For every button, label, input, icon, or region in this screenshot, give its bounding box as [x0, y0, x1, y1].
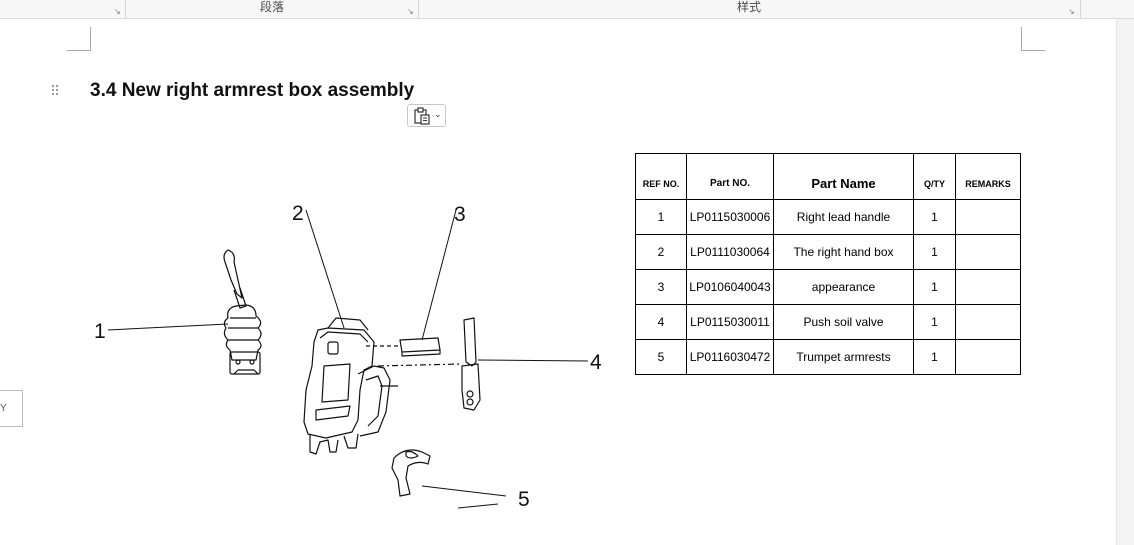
dialog-launcher-icon[interactable]: ↘: [407, 7, 414, 16]
paste-options-button[interactable]: ⌄: [407, 104, 446, 127]
chevron-down-icon: ⌄: [434, 109, 442, 119]
right-hand-box-part: [303, 317, 391, 455]
cell-part-name: appearance: [773, 269, 914, 305]
column-header-remarks: REMARKS: [955, 153, 1021, 200]
cell-remarks: [955, 269, 1021, 305]
cell-qty: 1: [913, 339, 956, 375]
cell-remarks: [955, 199, 1021, 235]
cell-ref: 3: [635, 269, 687, 305]
ribbon-separator: [1080, 0, 1081, 18]
cell-part-name: Push soil valve: [773, 304, 914, 340]
callout-number: 4: [590, 351, 602, 374]
dialog-launcher-icon[interactable]: ↘: [1068, 7, 1075, 16]
cell-ref: 4: [635, 304, 687, 340]
table-row: 1 LP0115030006 Right lead handle 1: [635, 199, 1021, 235]
column-header-qty: Q/TY: [913, 153, 956, 200]
parts-table: REF NO. Part NO. Part Name Q/TY REMARKS …: [635, 153, 1021, 375]
cell-qty: 1: [913, 234, 956, 270]
table-header-row: REF NO. Part NO. Part Name Q/TY REMARKS: [635, 153, 1021, 200]
side-panel-tab[interactable]: Y: [0, 390, 23, 427]
cell-ref: 5: [635, 339, 687, 375]
ribbon-separator: [125, 0, 126, 18]
callout-number: 2: [292, 202, 304, 225]
joystick-handle-part: [223, 249, 262, 375]
section-heading: 3.4 New right armrest box assembly: [90, 80, 415, 101]
assembly-drawing: 1 2 3 4 5: [94, 202, 602, 511]
cell-remarks: [955, 234, 1021, 270]
cell-part-name: The right hand box: [773, 234, 914, 270]
clipboard-icon: [414, 107, 430, 125]
ribbon-separator: [418, 0, 419, 18]
push-soil-valve-part: [461, 317, 481, 411]
cell-part-no: LP0106040043: [686, 269, 774, 305]
cell-part-no: LP0116030472: [686, 339, 774, 375]
appearance-cover-part: [399, 337, 441, 357]
page-corner-mark: [67, 27, 91, 51]
cell-part-no: LP0115030011: [686, 304, 774, 340]
callout-number: 5: [518, 488, 530, 511]
table-row: 3 LP0106040043 appearance 1: [635, 269, 1021, 305]
page-corner-mark: [1021, 27, 1045, 51]
table-row: 4 LP0115030011 Push soil valve 1: [635, 304, 1021, 340]
cell-qty: 1: [913, 199, 956, 235]
column-header-ref-no: REF NO.: [635, 153, 687, 200]
drag-handle-icon[interactable]: ⠿: [50, 83, 60, 99]
callout-number: 1: [94, 320, 106, 343]
cell-qty: 1: [913, 269, 956, 305]
cell-part-no: LP0115030006: [686, 199, 774, 235]
dialog-launcher-icon[interactable]: ↘: [114, 7, 121, 16]
ribbon-group-styles: 样式: [736, 0, 761, 14]
trumpet-armrest-part: [391, 449, 431, 497]
cell-part-name: Trumpet armrests: [773, 339, 914, 375]
cell-ref: 1: [635, 199, 687, 235]
table-row: 5 LP0116030472 Trumpet armrests 1: [635, 339, 1021, 375]
column-header-part-no: Part NO.: [686, 153, 774, 200]
cell-remarks: [955, 339, 1021, 375]
cell-part-no: LP0111030064: [686, 234, 774, 270]
ribbon-group-paragraph: 段落: [259, 0, 284, 14]
ribbon-group-strip: ↘ 段落 ↘ 样式 ↘: [0, 0, 1134, 19]
cell-ref: 2: [635, 234, 687, 270]
page-margin-area: [1116, 19, 1134, 545]
column-header-part-name: Part Name: [773, 153, 914, 200]
table-row: 2 LP0111030064 The right hand box 1: [635, 234, 1021, 270]
cell-remarks: [955, 304, 1021, 340]
callout-number: 3: [454, 203, 466, 226]
cell-qty: 1: [913, 304, 956, 340]
cell-part-name: Right lead handle: [773, 199, 914, 235]
